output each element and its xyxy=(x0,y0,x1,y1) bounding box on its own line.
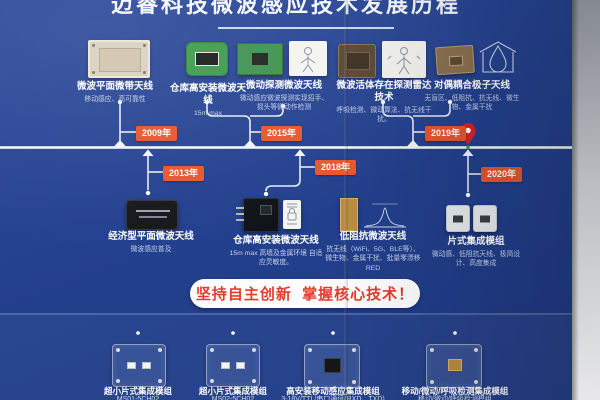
radar-module-photo xyxy=(338,44,376,78)
top-product-4: 微波活体存在探测雷达技术 呼吸检测、微动算法、抗无线干扰。 xyxy=(334,80,434,125)
display-case-1 xyxy=(112,344,166,387)
product-desc: 微波感应普及 xyxy=(130,245,172,253)
poster-board: 迈睿科技微波感应技术发展历程 xyxy=(0,0,572,400)
product-name: 微动探测微波天线 xyxy=(245,80,322,91)
product-desc: 无盲区、低阻抗、抗无线、微生物、金属干扰 xyxy=(424,94,520,112)
product-name: 仓库高安装微波天线 xyxy=(169,83,246,106)
showcase-model-4: 移动/微动/呼吸检测模组 xyxy=(418,396,492,400)
year-badge-2009: 2009年 xyxy=(136,126,178,141)
person-outline-icon xyxy=(300,47,316,73)
showcase-name-1: 超小片式集成模组 xyxy=(103,386,172,396)
product-name: 对偶耦合极子天线 xyxy=(433,80,510,91)
year-badge-2013: 2013年 xyxy=(163,166,205,181)
panel-seam xyxy=(0,313,572,315)
top-product-2: 仓库高安装微波天线 15m max xyxy=(168,83,248,118)
product-desc: 15m max xyxy=(194,109,222,117)
bottom-product-2: 仓库高安装微波天线 15m max 高墙及金属环境 自适应灵敏度。 xyxy=(228,235,324,268)
bottom-product-1: 经济型平面微波天线 微波感应普及 xyxy=(105,231,197,254)
display-case-3 xyxy=(304,344,360,388)
timeline-main-line xyxy=(0,146,572,149)
top-product-3: 微动探测微波天线 微动感应微波探测实现招手、摇头等微动作检测 xyxy=(238,80,330,113)
product-desc: 呼吸检测、微动算法、抗无线干扰。 xyxy=(336,106,432,124)
product-name: 经济型平面微波天线 xyxy=(108,231,194,242)
microstrip-antenna-photo xyxy=(88,40,150,78)
product-name: 低阻抗微波天线 xyxy=(339,231,407,242)
top-product-5: 对偶耦合极子天线 无盲区、低阻抗、抗无线、微生物、金属干扰 xyxy=(420,80,524,113)
product-name: 微波活体存在探测雷达技术 xyxy=(336,80,432,103)
bottom-product-3: 低阻抗微波天线 抗无线（WiFi、5G、BLE等）、微生物、金属干扰、批量零漂移… xyxy=(325,231,421,273)
micromotion-pcb-photo xyxy=(237,43,283,75)
resonance-curve-icon xyxy=(364,203,406,228)
display-case-2 xyxy=(206,344,260,387)
chip-module-photo-2 xyxy=(473,205,497,232)
showcase-model-2: MS02-5CH02 xyxy=(211,396,255,400)
year-badge-2020: 2020年 xyxy=(481,167,523,182)
wall-strip xyxy=(572,0,600,400)
product-desc: 微动感应微波探测实现招手、摇头等微动作检测 xyxy=(239,94,329,112)
bottom-product-4: 片式集成模组 微动感、低阻抗天线、极简设计、高度集成 xyxy=(428,236,524,269)
poster-fold xyxy=(344,0,348,400)
year-badge-2018: 2018年 xyxy=(315,160,357,175)
product-desc: 移动感应、高可靠性 xyxy=(84,95,146,103)
person-waves-icon xyxy=(387,47,421,75)
top-product-1: 微波平面微带天线 移动感应、高可靠性 xyxy=(70,81,160,104)
economy-antenna-photo xyxy=(126,200,178,230)
presence-sketch-card xyxy=(382,41,426,78)
product-desc: 15m max 高墙及金属环境 自适应灵敏度。 xyxy=(229,249,323,267)
year-badge-2015: 2015年 xyxy=(261,126,303,141)
poster-edge-shadow xyxy=(572,0,579,400)
person-sketch-card xyxy=(289,41,327,76)
display-case-4 xyxy=(426,344,482,388)
product-desc: 抗无线（WiFi、5G、BLE等）、微生物、金属干扰、批量零漂移RED xyxy=(325,245,421,272)
slogan-banner: 坚持自主创新 掌握核心技术！ xyxy=(190,279,420,308)
spec-card xyxy=(283,200,301,229)
house-detection-icon xyxy=(479,41,517,73)
chip-module-photo-1 xyxy=(446,205,470,232)
product-name: 微波平面微带天线 xyxy=(76,81,153,92)
dipole-board-photo xyxy=(435,44,475,76)
product-name: 仓库高安装微波天线 xyxy=(233,235,319,246)
warehouse-antenna-photo xyxy=(236,198,279,232)
showcase-model-1: MS01-5CH02 xyxy=(116,396,160,400)
showcase-name-4: 移动/微动/呼吸检测集成模组 xyxy=(401,386,509,396)
title-underline xyxy=(218,27,394,29)
lock-icon xyxy=(287,203,297,225)
showcase-name-2: 超小片式集成模组 xyxy=(198,386,267,396)
showcase-model-3: 3-18V/TTL/串口通讯(RXD、TXD) xyxy=(281,396,385,400)
showcase-name-3: 高安装移动感应集成模组 xyxy=(286,386,380,396)
year-badge-2019: 2019年 xyxy=(425,126,467,141)
product-desc: 微动感、低阻抗天线、极简设计、高度集成 xyxy=(431,250,521,268)
low-impedance-board-photo xyxy=(340,198,358,232)
product-name: 片式集成模组 xyxy=(447,236,505,247)
poster-title: 迈睿科技微波感应技术发展历程 xyxy=(110,0,461,17)
timeline-graphic xyxy=(0,99,572,335)
green-module-photo xyxy=(186,42,228,76)
